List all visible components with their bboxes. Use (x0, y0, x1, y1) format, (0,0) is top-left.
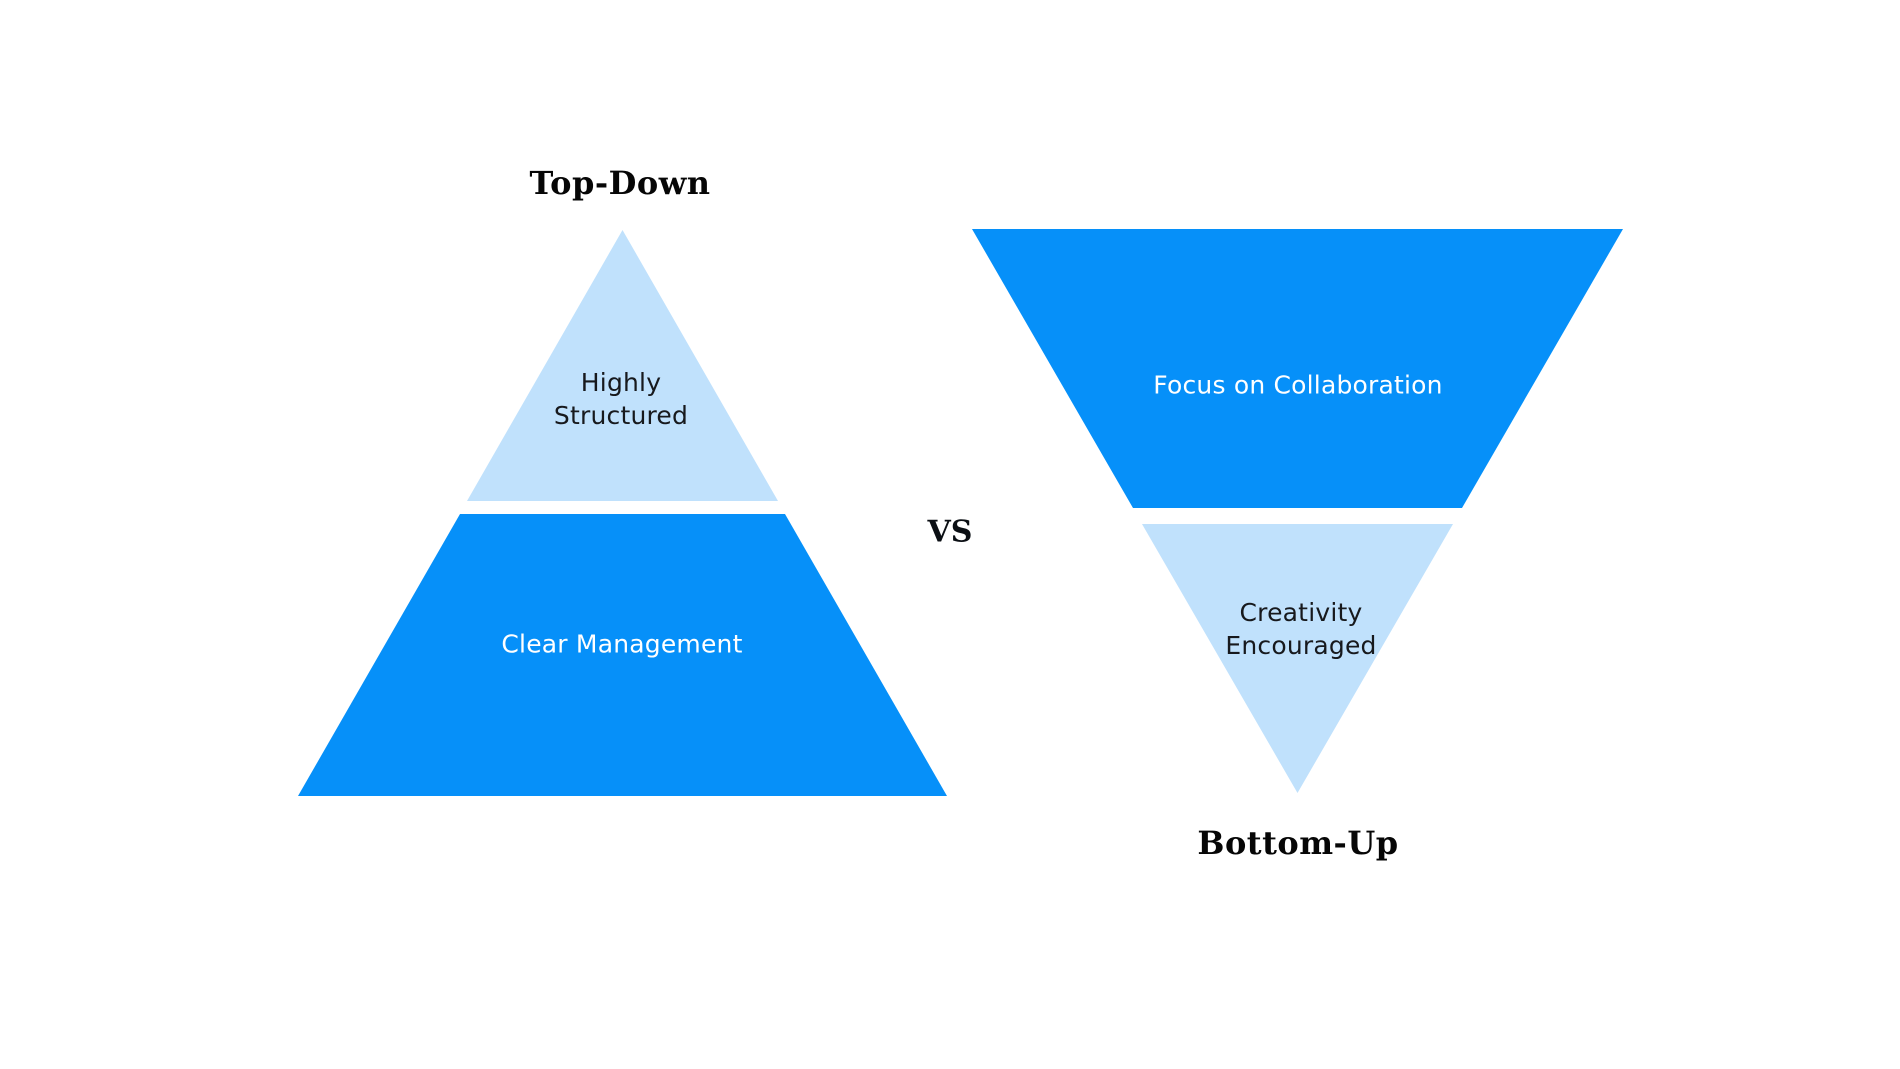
topdown-title: Top-Down (529, 164, 711, 202)
topdown-base-segment-shape (298, 514, 947, 796)
topdown-apex-segment-shape (467, 230, 778, 501)
topdown-base-segment-label: Clear Management (501, 629, 743, 659)
topdown-apex-segment-label: Highly Structured (553, 368, 689, 430)
vs-divider-label: VS (927, 514, 973, 550)
bottomup-title: Bottom-Up (1197, 824, 1399, 862)
bottomup-apex-segment-shape (1142, 524, 1453, 793)
bottomup-top-segment-label: Focus on Collaboration (1153, 370, 1443, 400)
bottomup-apex-segment-label: Creativity Encouraged (1225, 598, 1377, 660)
bottomup-top-segment-shape (972, 229, 1623, 508)
